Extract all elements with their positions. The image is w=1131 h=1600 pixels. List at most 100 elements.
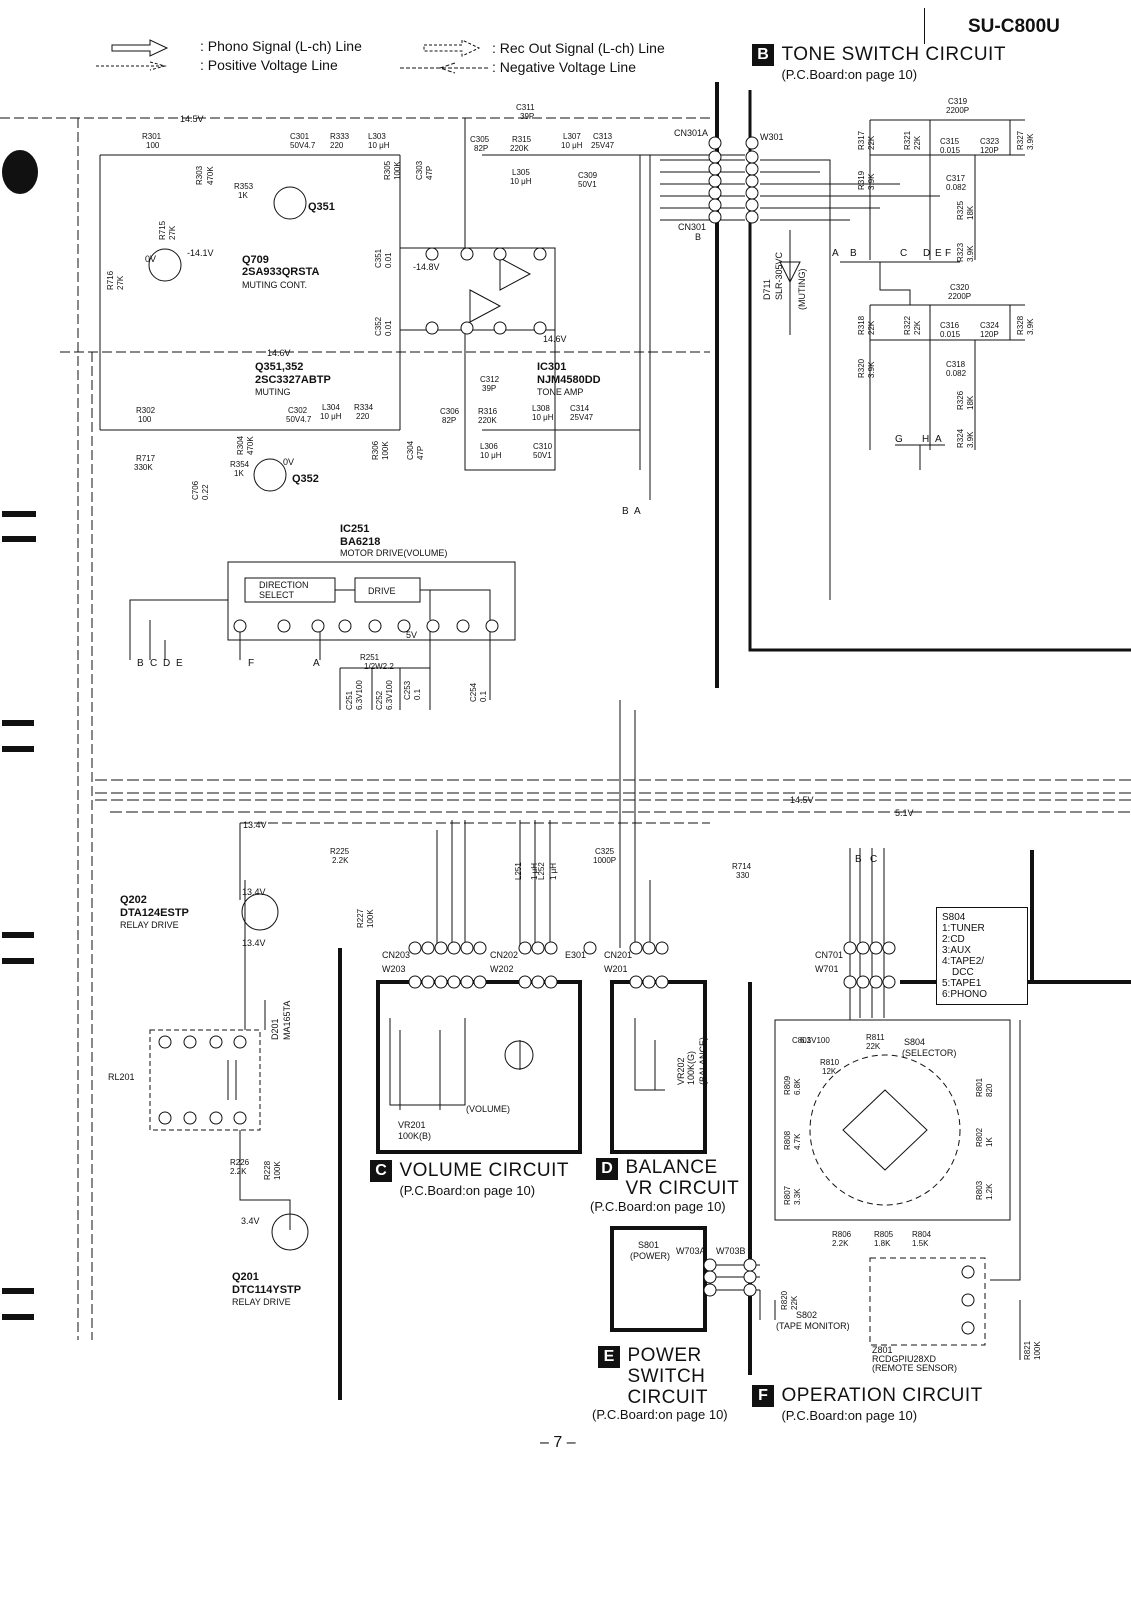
power-label: (POWER) (630, 1251, 670, 1261)
component-label: R306 (371, 440, 380, 460)
ic251-internal (335, 589, 491, 620)
d711-label: D711 (762, 279, 772, 300)
connector-label: B (695, 232, 701, 242)
component-label: 100 (146, 141, 160, 150)
connector-label: W202 (490, 964, 514, 974)
cn201-wires (619, 700, 651, 948)
component-label: 1K (985, 1137, 994, 1147)
ic251-block-drive-label: DRIVE (368, 586, 396, 596)
selector-list-item: DCC (952, 967, 974, 978)
d711-led (779, 230, 801, 335)
component-label: 6.3V100 (800, 1036, 830, 1045)
s804-selector-ring (809, 1054, 961, 1206)
punch-mark (2, 932, 34, 938)
remote-wiring (990, 1020, 1021, 1360)
section-f-sub: (P.C.Board:on page 10) (781, 1408, 918, 1423)
component-label: 3.9K (867, 173, 876, 190)
q201-part: DTC114YSTP (232, 1284, 301, 1296)
component-label: 820 (985, 1083, 994, 1097)
component-label: R226 (230, 1158, 250, 1167)
component-label: 22K (866, 1042, 881, 1051)
component-label: C311 (516, 103, 535, 112)
connector-label: CN203 (382, 950, 410, 960)
legend-arrow-recout (423, 39, 481, 57)
component-label: 100K (381, 441, 390, 460)
q201-symbol (271, 1213, 309, 1251)
component-label: 120P (980, 330, 999, 339)
legend-positive: : Positive Voltage Line (200, 57, 338, 73)
q202-ref: Q202 (120, 894, 147, 906)
opamp-a (499, 257, 532, 291)
section-e-badge: E (598, 1346, 620, 1368)
ic251-part: BA6218 (340, 536, 380, 548)
component-label: 22K (867, 320, 876, 335)
vr202-value: 100K(G) (686, 1051, 696, 1085)
ic251-left-bus (129, 599, 228, 660)
voltage-label: -14.1V (187, 248, 214, 258)
z801-label: Z801 (872, 1345, 893, 1355)
pin-letter: B (137, 658, 144, 669)
connector-label: W701 (815, 964, 839, 974)
vr202-label: VR202 (676, 1057, 686, 1085)
operation-board-inner (774, 1019, 1011, 1221)
section-e: E POWER SWITCH CIRCUIT (598, 1346, 708, 1409)
component-label: 0.1 (479, 690, 488, 702)
component-label: 1/2W2.2 (364, 662, 394, 671)
connector-label: W203 (382, 964, 406, 974)
component-label: 470K (246, 436, 255, 455)
component-label: 0.015 (940, 146, 961, 155)
component-label: 4.7K (793, 1133, 802, 1150)
component-label: 3.9K (1026, 133, 1035, 150)
component-label: R353 (234, 182, 254, 191)
component-label: R333 (330, 132, 350, 141)
ic251-block-direction-label: DIRECTION (259, 580, 309, 590)
component-label: 50V4.7 (286, 415, 312, 424)
component-label: R320 (857, 358, 866, 378)
component-label: R714 (732, 862, 752, 871)
component-label: R325 (956, 200, 965, 220)
component-label: C316 (940, 321, 960, 330)
tone-network-upper (869, 119, 1025, 260)
component-label: 6.3V100 (385, 680, 394, 710)
q201-ref: Q201 (232, 1271, 259, 1283)
s802-switch (759, 1290, 776, 1320)
relay-coil (227, 1060, 237, 1100)
component-label: C254 (469, 682, 478, 702)
selector-list-item: 1:TUNER (942, 923, 985, 934)
q202-func: RELAY DRIVE (120, 920, 179, 930)
q202-wiring (239, 823, 266, 1030)
q709-ref: Q709 (242, 254, 269, 266)
selector-label: (SELECTOR) (902, 1048, 956, 1058)
component-label: R802 (975, 1127, 984, 1147)
component-label: R319 (857, 170, 866, 190)
connector-label: CN301 (678, 222, 706, 232)
component-label: R805 (874, 1230, 894, 1239)
component-label: C306 (440, 407, 460, 416)
board-volume (376, 980, 582, 1154)
pin-letter: B (855, 854, 862, 865)
vr201-value: 100K(B) (398, 1131, 431, 1141)
component-label: C302 (288, 406, 308, 415)
component-label: 330K (134, 463, 153, 472)
ic251-body (227, 561, 516, 641)
component-label: 3.9K (966, 245, 975, 262)
component-label: 39P (520, 112, 534, 121)
component-label: R354 (230, 460, 250, 469)
component-label: 39P (482, 384, 496, 393)
component-label: 100K (273, 1161, 282, 1180)
component-label: 120P (980, 146, 999, 155)
component-label: R808 (783, 1130, 792, 1150)
component-label: 0.082 (946, 369, 967, 378)
signal-lower (100, 330, 640, 431)
component-label: 18K (966, 395, 975, 410)
component-label: R326 (956, 390, 965, 410)
pin-letter: E (176, 658, 183, 669)
component-label: C706 (191, 480, 200, 500)
component-label: 2.2K (832, 1239, 849, 1248)
q201-wiring (239, 1130, 291, 1230)
remote-sensor-label: (REMOTE SENSOR) (872, 1363, 957, 1373)
voltage-label: 13.4V (242, 887, 266, 897)
s801-label: S801 (638, 1240, 659, 1250)
ic251-ref: IC251 (340, 523, 369, 535)
component-label: 18K (966, 205, 975, 220)
